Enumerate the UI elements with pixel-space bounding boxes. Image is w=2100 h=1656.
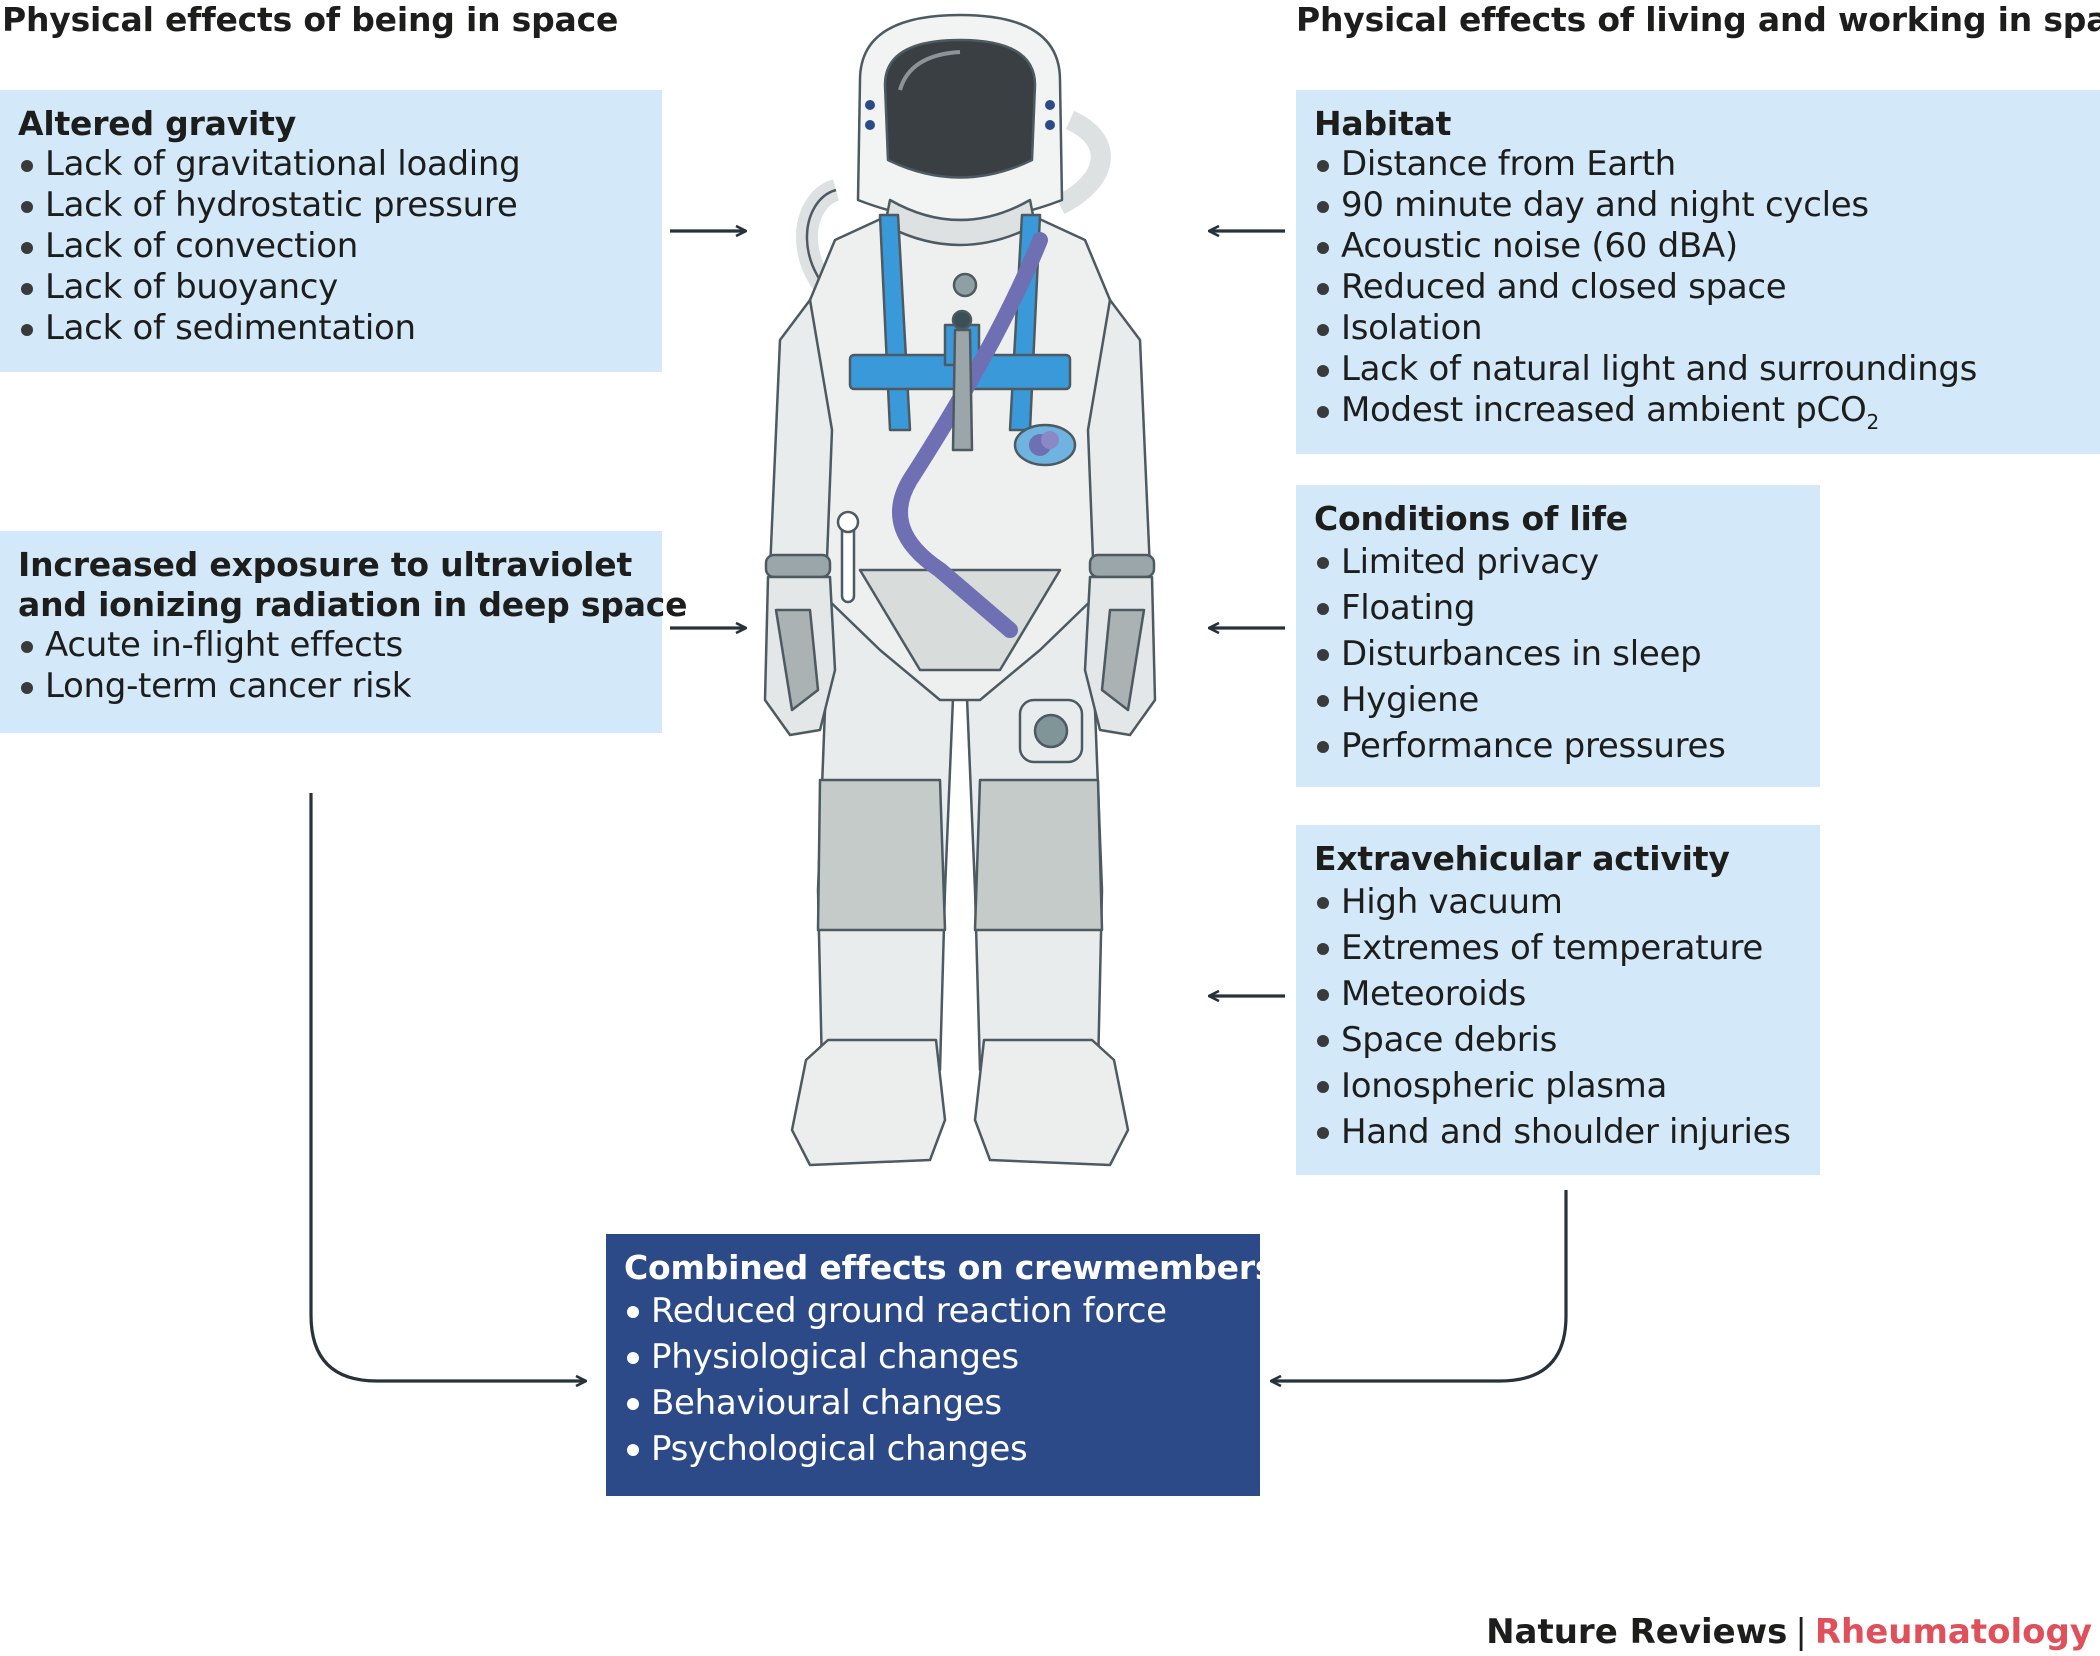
journal-brand: Nature Reviews|Rheumatology bbox=[1486, 1612, 2092, 1652]
combined-effects-title: Combined effects on crewmembers bbox=[624, 1248, 1275, 1287]
extravehicular-activity-title: Extravehicular activity bbox=[1314, 839, 1730, 878]
list-item: Lack of gravitational loading bbox=[18, 144, 644, 185]
list-item: Disturbances in sleep bbox=[1314, 631, 1802, 677]
pco2-subscript: 2 bbox=[1866, 410, 1879, 434]
list-item: Lack of buoyancy bbox=[18, 267, 644, 308]
pco2-text: Modest increased ambient pCO bbox=[1341, 390, 1867, 430]
radiation-title-line2: and ionizing radiation in deep space bbox=[18, 585, 688, 624]
list-item: Floating bbox=[1314, 585, 1802, 631]
list-item: Extremes of temperature bbox=[1314, 925, 1802, 971]
right-column-heading: Physical effects of living and working i… bbox=[1296, 0, 2100, 39]
list-item: Lack of natural light and surroundings bbox=[1314, 349, 2082, 390]
list-item: Physiological changes bbox=[624, 1334, 1242, 1380]
habitat-title: Habitat bbox=[1314, 104, 1452, 143]
list-item: Hand and shoulder injuries bbox=[1314, 1109, 1802, 1155]
list-item: Lack of convection bbox=[18, 226, 644, 267]
journal-section: Rheumatology bbox=[1814, 1612, 2092, 1652]
combined-effects-box: Combined effects on crewmembers Reduced … bbox=[606, 1234, 1275, 1496]
conditions-of-life-box: Conditions of life Limited privacy Float… bbox=[1296, 485, 1820, 787]
radiation-box: Increased exposure to ultraviolet and io… bbox=[0, 531, 688, 733]
arrow-right-to-combined bbox=[1272, 1190, 1568, 1381]
list-item: Modest increased ambient pCO2 bbox=[1314, 390, 2082, 435]
arrow-left-to-combined bbox=[309, 793, 585, 1381]
journal-name: Nature Reviews bbox=[1486, 1612, 1788, 1652]
list-item: Isolation bbox=[1314, 308, 2082, 349]
conditions-of-life-title: Conditions of life bbox=[1314, 499, 1628, 538]
radiation-list: Acute in-flight effects Long-term cancer… bbox=[18, 625, 644, 707]
astronaut-icon bbox=[763, 13, 1157, 1167]
left-column-heading: Physical effects of being in space bbox=[2, 0, 619, 39]
list-item: Meteoroids bbox=[1314, 971, 1802, 1017]
conditions-of-life-list: Limited privacy Floating Disturbances in… bbox=[1314, 539, 1802, 769]
list-item: 90 minute day and night cycles bbox=[1314, 185, 2082, 226]
list-item: Behavioural changes bbox=[624, 1380, 1242, 1426]
list-item: Lack of sedimentation bbox=[18, 308, 644, 349]
altered-gravity-box: Altered gravity Lack of gravitational lo… bbox=[0, 90, 662, 372]
altered-gravity-list: Lack of gravitational loading Lack of hy… bbox=[18, 144, 644, 349]
altered-gravity-title: Altered gravity bbox=[18, 104, 297, 143]
list-item: Long-term cancer risk bbox=[18, 666, 644, 707]
list-item: Distance from Earth bbox=[1314, 144, 2082, 185]
extravehicular-activity-box: Extravehicular activity High vacuum Extr… bbox=[1296, 825, 1820, 1175]
list-item: Acoustic noise (60 dBA) bbox=[1314, 226, 2082, 267]
list-item: Performance pressures bbox=[1314, 723, 1802, 769]
list-item: Ionospheric plasma bbox=[1314, 1063, 1802, 1109]
combined-effects-list: Reduced ground reaction force Physiologi… bbox=[624, 1288, 1242, 1472]
extravehicular-activity-list: High vacuum Extremes of temperature Mete… bbox=[1314, 879, 1802, 1155]
list-item: Psychological changes bbox=[624, 1426, 1242, 1472]
list-item: Space debris bbox=[1314, 1017, 1802, 1063]
habitat-box: Habitat Distance from Earth 90 minute da… bbox=[1296, 90, 2100, 454]
list-item: Reduced and closed space bbox=[1314, 267, 2082, 308]
list-item: Lack of hydrostatic pressure bbox=[18, 185, 644, 226]
list-item: Limited privacy bbox=[1314, 539, 1802, 585]
list-item: Hygiene bbox=[1314, 677, 1802, 723]
habitat-list: Distance from Earth 90 minute day and ni… bbox=[1314, 144, 2082, 435]
list-item: Acute in-flight effects bbox=[18, 625, 644, 666]
brand-separator: | bbox=[1795, 1612, 1807, 1652]
list-item: Reduced ground reaction force bbox=[624, 1288, 1242, 1334]
list-item: High vacuum bbox=[1314, 879, 1802, 925]
radiation-title-line1: Increased exposure to ultraviolet bbox=[18, 545, 633, 584]
